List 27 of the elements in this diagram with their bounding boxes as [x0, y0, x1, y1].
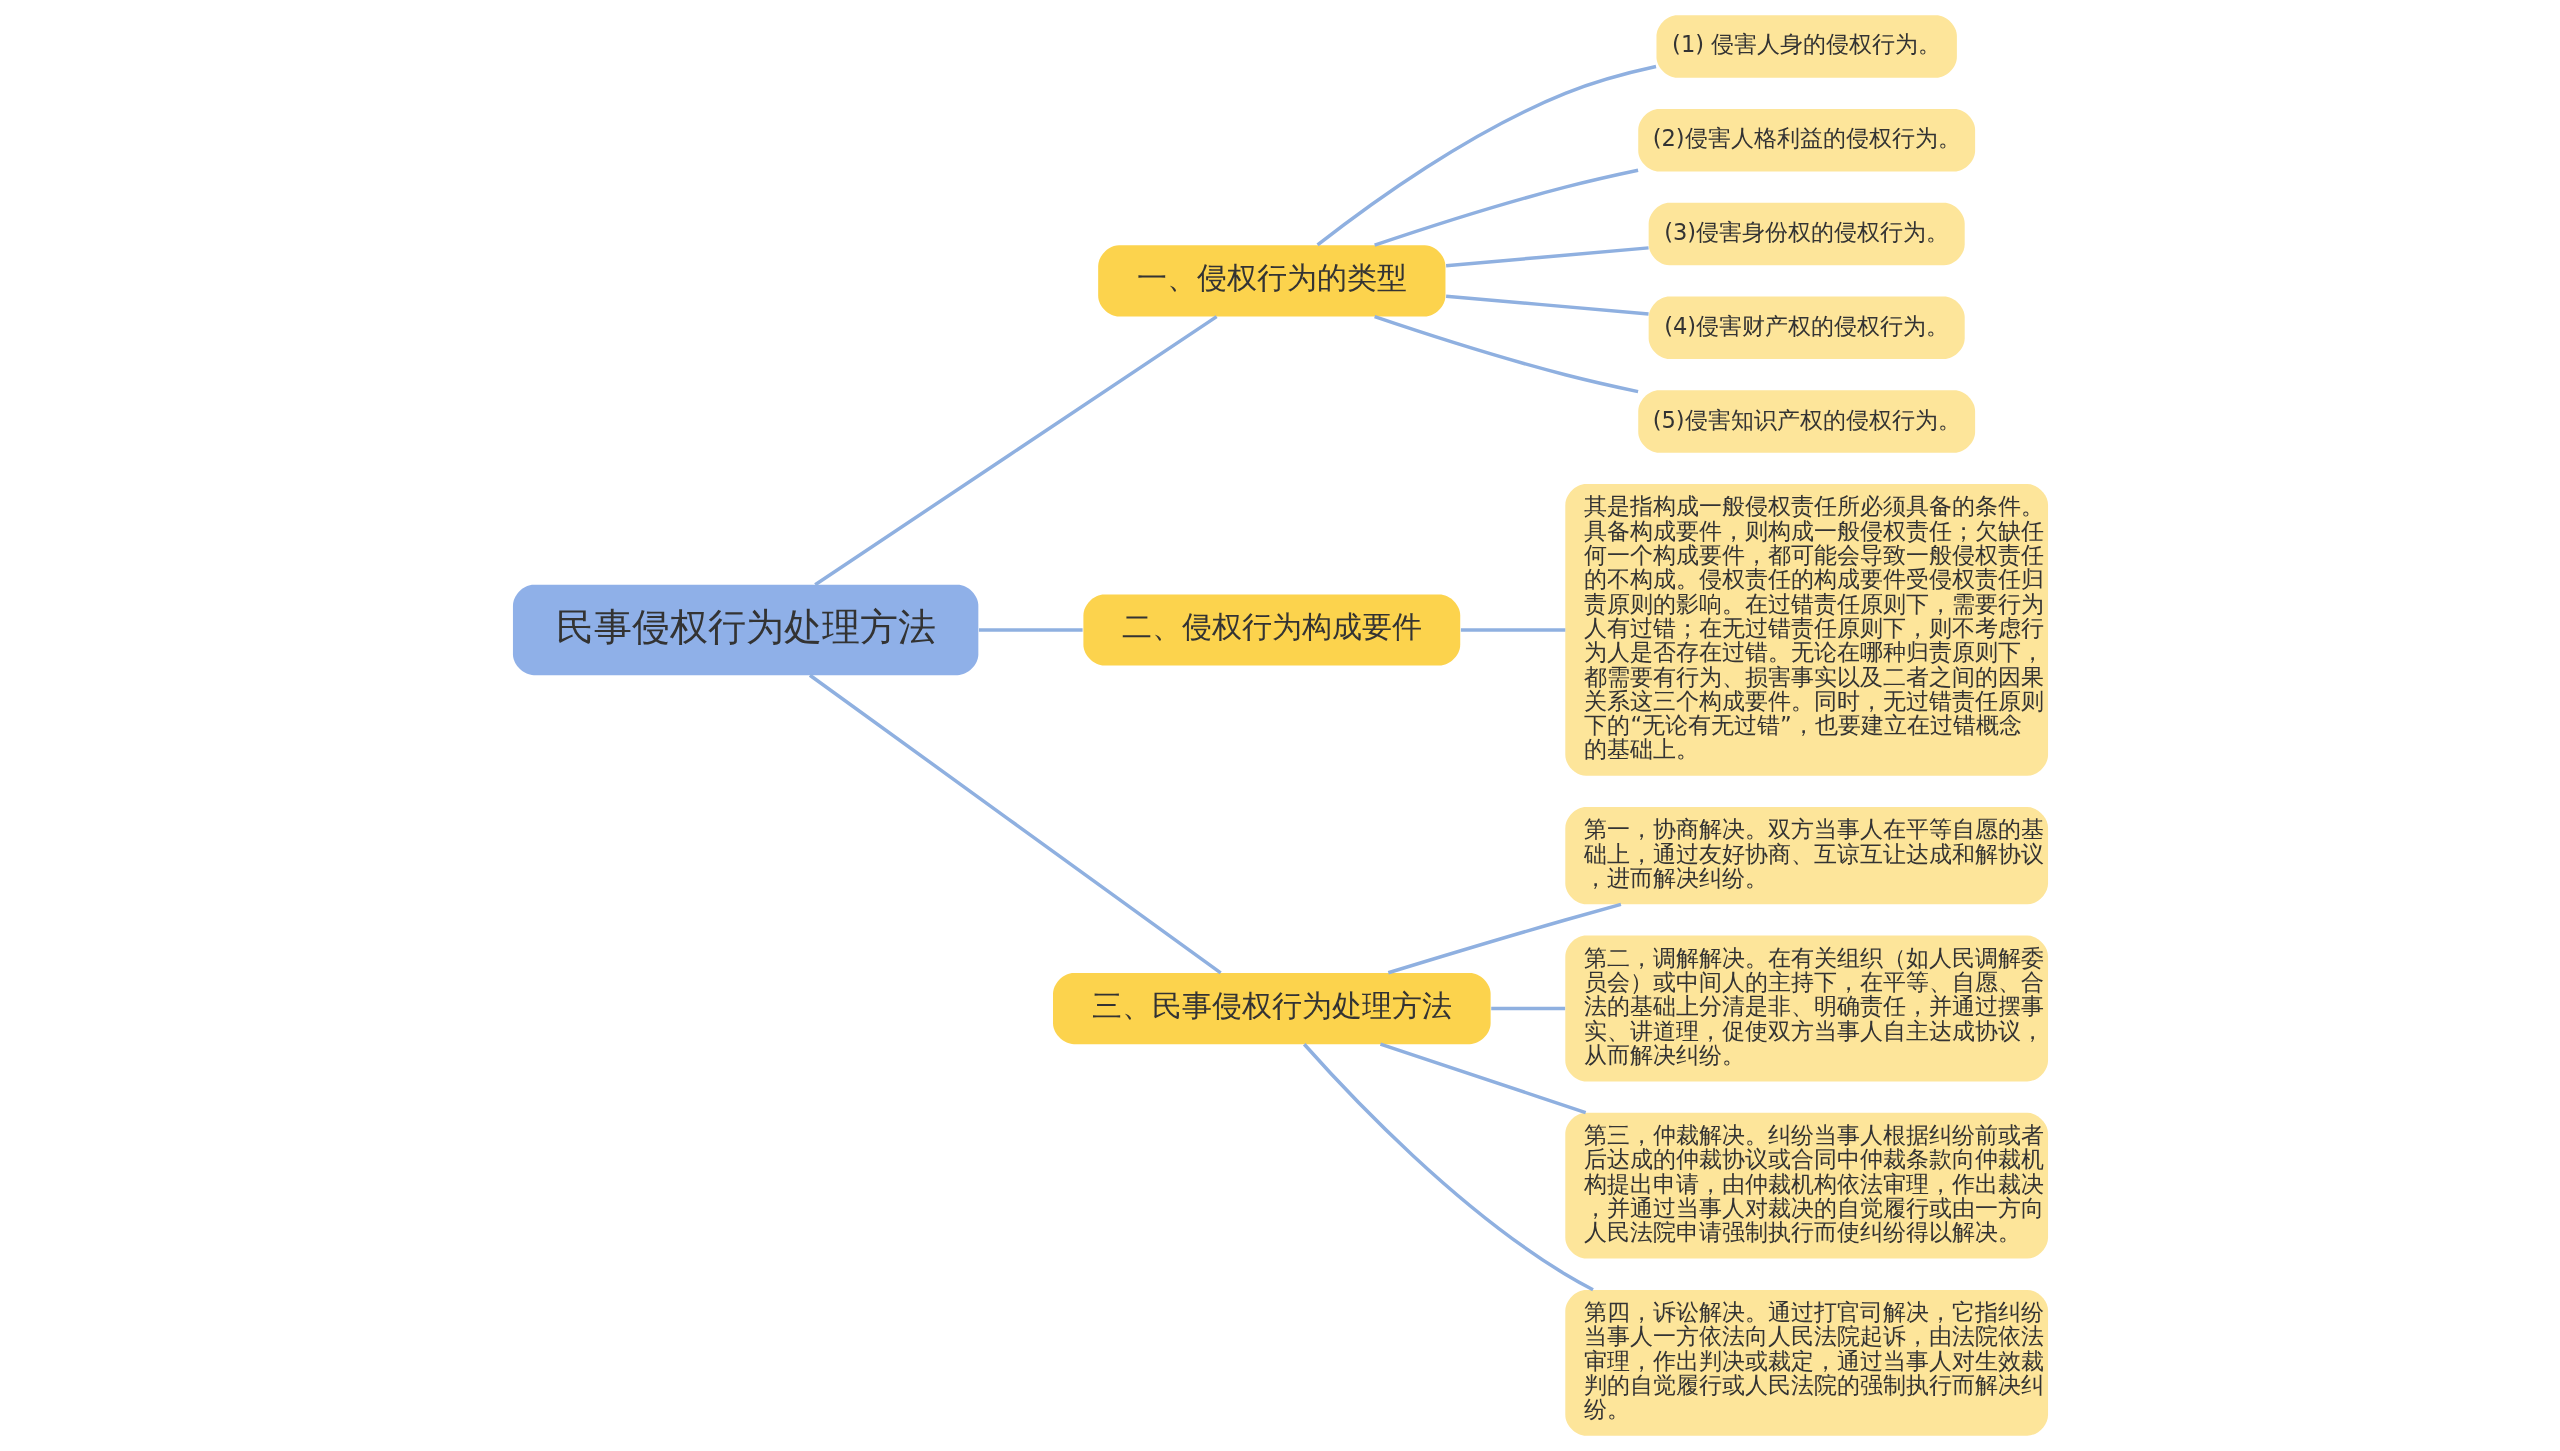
connector — [1460, 628, 1565, 632]
node-box: 民事侵权行为处理方法 — [512, 584, 978, 676]
connector — [1316, 64, 1656, 247]
node-box: (4)侵害财产权的侵权行为。 — [1648, 296, 1965, 360]
connector — [1387, 902, 1621, 975]
connector — [813, 315, 1218, 587]
connector — [1445, 246, 1649, 268]
connector — [978, 628, 1083, 632]
node-box: (3)侵害身份权的侵权行为。 — [1648, 202, 1965, 266]
connector — [1373, 168, 1638, 247]
connector — [1490, 1006, 1565, 1011]
node-box: 第三，仲裁解决。纠纷当事人根据纠纷前或者后达成的仲裁协议或合同中仲裁条款向仲裁机构提出申请，由仲裁机构依法审理，作出裁决，并通过当事人对裁决的自觉履行或由一方向人民法院申请强制执行而使纠纷得以解决。 — [1564, 1112, 2048, 1259]
node-box: 其是指构成一般侵权责任所必须具备的条件。具备构成要件，则构成一般侵权责任；欠缺任何一个构成要件，都可能会导致一般侵权责任的不构成。侵权责任的构成要件受侵权责任归责原则的影响。在过错责任原则下，需要行为人有过错；在无过错责任原则下，则不考虑行为人是否存在过错。无论在哪种归责原则下，都需要有行为、损害事实以及二者之间的因果关系这三个构成要件。同时，无过错责任原则下的“无论有无过错”，也要建立在过错概念的基础上。 — [1564, 484, 2048, 776]
node-box: (5)侵害知识产权的侵权行为。 — [1637, 390, 1975, 453]
node-box: 第二，调解解决。在有关组织（如人民调解委员会）或中间人的主持下，在平等、自愿、合法的基础上分清是非、明确责任，并通过摆事实、讲道理，促使双方当事人自主达成协议，从而解决纠纷。 — [1564, 935, 2048, 1082]
connector — [1445, 294, 1649, 316]
connector — [1302, 1043, 1594, 1292]
node-box: (2)侵害人格利益的侵权行为。 — [1637, 109, 1975, 172]
node-box: 三、民事侵权行为处理方法 — [1052, 972, 1491, 1045]
node-box: 第四，诉讼解决。通过打官司解决，它指纠纷当事人一方依法向人民法院起诉，由法院依法审理，作出判决或裁定，通过当事人对生效裁判的自觉履行或人民法院的强制执行而解决纠纷。 — [1564, 1289, 2048, 1436]
node-box: (1) 侵害人身的侵权行为。 — [1655, 15, 1957, 78]
node-box: 第一，协商解决。双方当事人在平等自愿的基础上，通过友好协商、互谅互让达成和解协议，进而解决纠纷。 — [1564, 807, 2048, 905]
node-box: 二、侵权行为构成要件 — [1082, 594, 1460, 666]
node-box: 一、侵权行为的类型 — [1097, 245, 1445, 317]
connector — [808, 673, 1222, 975]
connector — [1373, 315, 1638, 394]
connector — [1379, 1042, 1586, 1115]
